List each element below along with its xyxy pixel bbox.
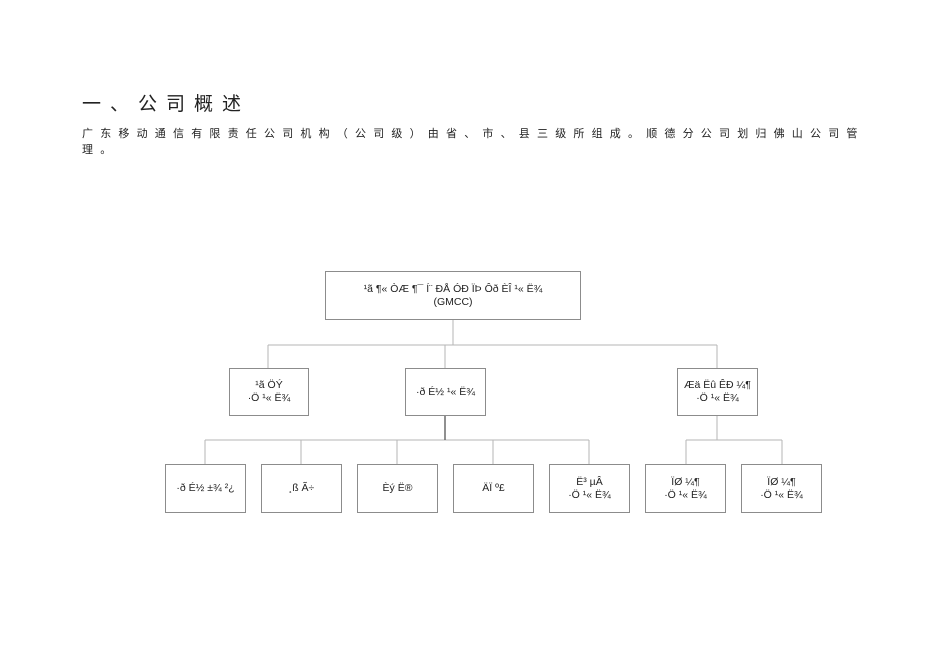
org-node-county-branch-1: ÏØ ¼¶ ·Ö ¹« Ë¾ xyxy=(645,464,726,513)
org-node-gmcc-name: ¹ã ¶« ÒÆ ¶¯ Í¨ ÐÅ ÓÐ ÏÞ Ôð ÈÎ ¹« Ë¾ xyxy=(363,282,543,295)
org-node-foshan-company: ·ð É½ ¹« Ë¾ xyxy=(405,368,486,416)
org-node-gaoming: ¸ß Ã÷ xyxy=(261,464,342,513)
overview-paragraph: 广东移动通信有限责任公司机构（公司级）由省、市、县三级所组成。顺德分公司划归佛山… xyxy=(82,127,865,156)
org-node-gmcc: ¹ã ¶« ÒÆ ¶¯ Í¨ ÐÅ ÓÐ ÏÞ Ôð ÈÎ ¹« Ë¾ (GMC… xyxy=(325,271,581,320)
org-node-gmcc-abbr: (GMCC) xyxy=(433,295,473,308)
section-heading: 一、公司概述 xyxy=(82,93,251,115)
org-node-county-branch-2: ÏØ ¼¶ ·Ö ¹« Ë¾ xyxy=(741,464,822,513)
org-node-other-city-branches: Æä Ëû ÊÐ ¼¶ ·Ö ¹« Ë¾ xyxy=(677,368,758,416)
org-node-sanshui: Èý Ë® xyxy=(357,464,438,513)
org-node-shunde-branch: Ë³ µÂ ·Ö ¹« Ë¾ xyxy=(549,464,630,513)
org-node-nanhai: ÄÏ º£ xyxy=(453,464,534,513)
org-node-guangzhou-branch: ¹ã ÖÝ ·Ö ¹« Ë¾ xyxy=(229,368,309,416)
org-node-foshan-hq: ·ð É½ ±¾ ²¿ xyxy=(165,464,246,513)
